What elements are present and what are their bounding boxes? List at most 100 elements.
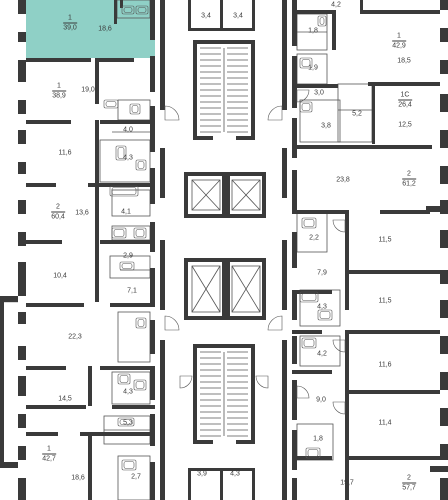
wall-segment: [226, 258, 230, 320]
wall-segment: [26, 405, 86, 409]
fixture-basin: [119, 375, 129, 383]
room-area-label: 13,6: [75, 209, 89, 217]
partition-box: [117, 99, 151, 121]
room-area-label: 3,0: [314, 89, 324, 97]
wall-segment: [193, 440, 213, 444]
wall-segment: [220, 470, 223, 500]
plumbing-fixture: [317, 309, 333, 321]
fixture-basin: [301, 59, 311, 67]
wall-segment: [440, 372, 448, 390]
room-area-label: 4,2: [331, 1, 341, 9]
wall-segment: [95, 120, 99, 184]
wall-segment: [226, 214, 266, 218]
wall-segment: [150, 268, 155, 304]
room-area-label: 11,5: [378, 236, 392, 244]
wall-segment: [292, 380, 297, 420]
wall-segment: [380, 210, 430, 214]
plumbing-fixture: [133, 379, 147, 391]
apartment-badge-2-60-4[interactable]: 2 60,4: [51, 204, 65, 221]
apartment-badge-1-39-0[interactable]: 1 39,0: [63, 15, 77, 32]
fixture-basin: [137, 319, 145, 327]
room-area-label: 4,3: [230, 470, 240, 478]
partition-box: [231, 265, 261, 313]
apartment-badge-2-57-7[interactable]: 2 57,7: [402, 475, 416, 492]
wall-segment: [345, 390, 349, 456]
wall-segment: [345, 330, 349, 390]
wall-segment: [360, 10, 440, 14]
wall-segment: [184, 258, 188, 320]
apartment-badge-1c-26-4[interactable]: 1С 26,4: [398, 92, 412, 109]
wall-segment: [440, 300, 448, 318]
apartment-badge-1-38-9[interactable]: 1 38,9: [52, 83, 66, 100]
wall-segment: [345, 390, 440, 394]
wall-segment: [193, 344, 255, 348]
wall-segment: [292, 430, 297, 470]
wall-segment: [150, 168, 155, 204]
partition-box: [117, 311, 151, 363]
wall-segment: [100, 120, 155, 124]
apartment-badge-1-42-7[interactable]: 1 42,7: [42, 446, 56, 463]
fixture-basin: [123, 7, 133, 13]
wall-segment: [345, 270, 440, 274]
wall-segment: [88, 366, 92, 406]
door-swing: [332, 401, 346, 415]
room-area-label: 2,2: [309, 234, 319, 242]
wall-segment: [345, 330, 440, 334]
wall-segment: [150, 370, 155, 400]
apartment-badge-1-42-9[interactable]: 1 42,9: [392, 33, 406, 50]
room-area-label: 18,6: [71, 474, 85, 482]
wall-segment: [440, 336, 448, 354]
wall-segment: [292, 56, 297, 108]
apartment-rooms: 2: [402, 171, 416, 180]
wall-segment: [100, 366, 155, 370]
fixture-basin: [135, 381, 145, 389]
wall-segment: [160, 148, 165, 198]
wall-segment: [440, 130, 448, 148]
apartment-rooms: 1: [63, 15, 77, 24]
door-swing: [332, 339, 346, 353]
plumbing-fixture: [299, 101, 313, 113]
wall-segment: [18, 32, 26, 42]
door-swing: [164, 105, 180, 121]
fixture-basin: [319, 17, 325, 25]
wall-segment: [220, 0, 223, 30]
room-area-label: 3,8: [321, 122, 331, 130]
wall-segment: [193, 344, 197, 444]
wall-segment: [26, 58, 91, 62]
wall-segment: [430, 466, 448, 472]
wall-segment: [110, 303, 155, 307]
door-swing: [255, 375, 269, 389]
apartment-area: 26,4: [398, 101, 412, 109]
fixture-basin: [119, 419, 133, 425]
plumbing-fixture: [119, 261, 135, 271]
room-area-label: 1,8: [308, 27, 318, 35]
plumbing-fixture: [133, 227, 147, 239]
wall-segment: [368, 82, 440, 86]
wall-segment: [251, 344, 255, 444]
fixture-basin: [301, 103, 311, 111]
fixture-basin: [319, 311, 331, 319]
wall-segment: [440, 0, 448, 10]
apartment-area: 61,2: [402, 180, 416, 188]
room-area-label: 12,5: [398, 121, 412, 129]
fixture-basin: [123, 461, 135, 469]
wall-segment: [252, 0, 255, 30]
room-area-label: 4,3: [317, 303, 327, 311]
wall-segment: [150, 462, 155, 500]
wall-segment: [160, 340, 165, 500]
wall-segment: [188, 28, 255, 31]
apartment-badge-2-61-2[interactable]: 2 61,2: [402, 171, 416, 188]
wall-segment: [440, 478, 448, 500]
door-swing: [296, 89, 310, 103]
room-area-label: 3,4: [201, 12, 211, 20]
wall-segment: [440, 94, 448, 112]
wall-segment: [184, 172, 188, 218]
wall-segment: [150, 56, 155, 92]
plumbing-fixture: [317, 15, 327, 27]
wall-segment: [345, 456, 440, 460]
apartment-area: 42,7: [42, 455, 56, 463]
fixture-basin: [301, 293, 317, 301]
plumbing-fixture: [301, 337, 317, 349]
door-swing: [267, 315, 283, 331]
